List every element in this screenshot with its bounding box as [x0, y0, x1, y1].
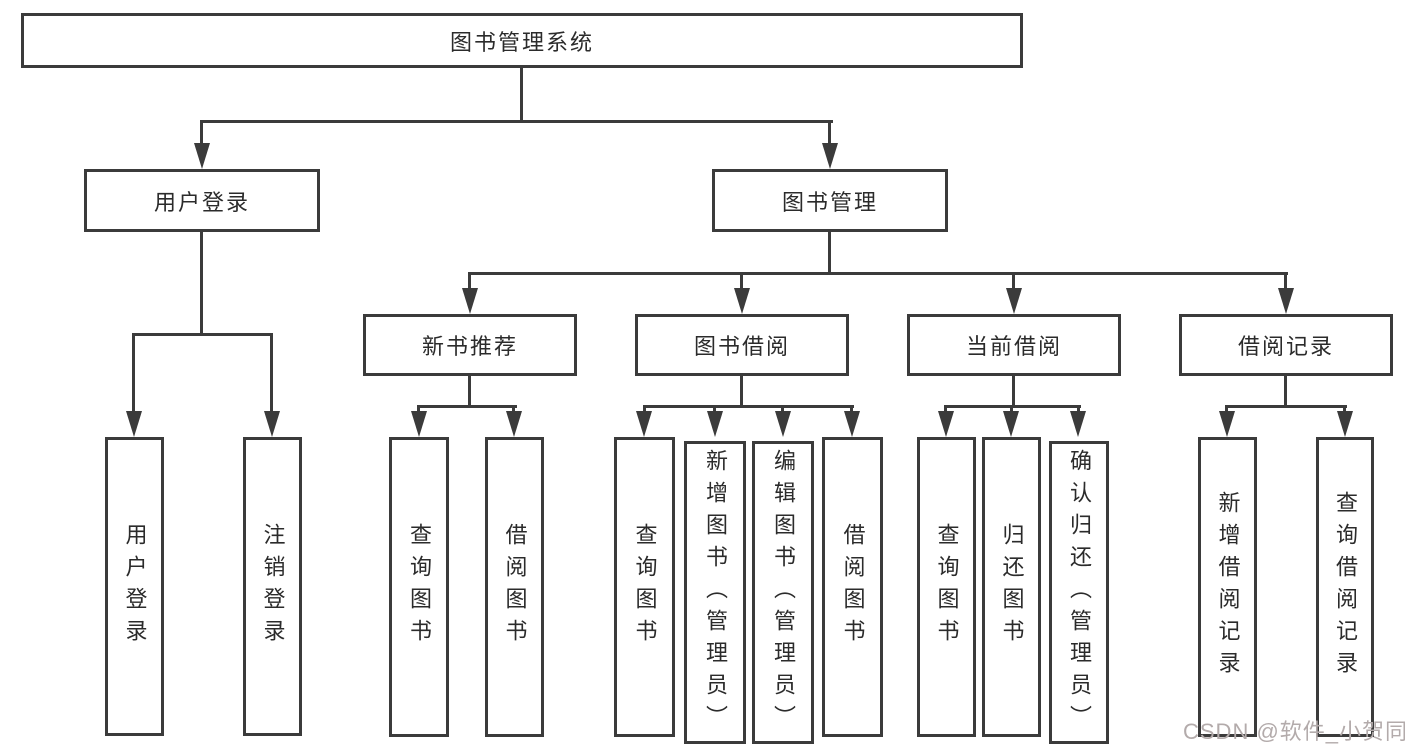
leaf-query-book-1-label: 查询图书 [407, 523, 432, 651]
connector-book-mgmt-drop [828, 120, 831, 146]
leaf-edit-book-admin: 编辑图书（管理员） [752, 441, 814, 744]
arrow-down-icon [734, 288, 750, 314]
leaf-borrow-book-1-label: 借阅图书 [502, 523, 528, 651]
node-user-login: 用户登录 [84, 169, 320, 232]
leaf-add-book-admin-label: 新增图书（管理员） [703, 448, 728, 737]
connector-drop [1012, 272, 1015, 290]
connector-drop [740, 272, 743, 290]
node-book-borrowing-label: 图书借阅 [693, 334, 790, 359]
leaf-user-login-label: 用户登录 [122, 522, 148, 651]
arrow-down-icon [194, 143, 210, 169]
connector-drop [270, 333, 273, 413]
leaf-logout: 注销登录 [243, 437, 302, 736]
connector-root-stem [520, 66, 523, 122]
connector-drop [1284, 272, 1287, 290]
connector-user-login-drop [200, 120, 203, 146]
leaf-return-book: 归还图书 [982, 437, 1041, 737]
arrow-down-icon [411, 411, 427, 437]
arrow-down-icon [462, 288, 478, 314]
connector-drop [468, 272, 471, 290]
connector-drop [512, 405, 515, 415]
arrow-down-icon [1070, 411, 1086, 437]
arrow-down-icon [1006, 288, 1022, 314]
connector-stem [1284, 374, 1287, 408]
connector-drop [417, 405, 420, 415]
arrow-down-icon [844, 411, 860, 437]
leaf-query-book-3-label: 查询图书 [934, 523, 960, 651]
connector-drop [944, 405, 947, 415]
connector-root-bus [200, 120, 833, 123]
node-user-login-label: 用户登录 [153, 189, 250, 215]
leaf-borrow-book-2-label: 借阅图书 [840, 523, 866, 651]
connector-drop [132, 333, 135, 413]
connector-bus [417, 405, 517, 408]
leaf-confirm-return-admin-label: 确认归还（管理员） [1067, 448, 1092, 737]
arrow-down-icon [1337, 411, 1353, 437]
connector-level3-bus [469, 272, 1288, 275]
node-new-book-recommend-label: 新书推荐 [421, 334, 518, 359]
connector-drop [713, 405, 716, 415]
node-current-borrowing: 当前借阅 [907, 314, 1121, 376]
leaf-query-book-2: 查询图书 [614, 437, 675, 737]
leaf-add-book-admin: 新增图书（管理员） [684, 441, 746, 744]
connector-drop [1077, 405, 1080, 415]
connector-drop [850, 405, 853, 415]
leaf-edit-book-admin-label: 编辑图书（管理员） [771, 448, 796, 737]
leaf-add-borrow-record-label: 新增借阅记录 [1215, 491, 1241, 683]
arrow-down-icon [707, 411, 723, 437]
node-book-borrowing: 图书借阅 [635, 314, 849, 376]
node-book-management: 图书管理 [712, 169, 948, 232]
connector-stem [468, 374, 471, 408]
connector-bus [643, 405, 854, 408]
leaf-query-borrow-record: 查询借阅记录 [1316, 437, 1374, 737]
connector-book-mgmt-stem [828, 229, 831, 275]
leaf-logout-label: 注销登录 [260, 522, 286, 651]
arrow-down-icon [264, 411, 280, 437]
connector-stem [740, 374, 743, 408]
watermark: CSDN @软件_小贺同学 [1183, 719, 1405, 744]
connector-drop [1010, 405, 1013, 415]
leaf-confirm-return-admin: 确认归还（管理员） [1049, 441, 1109, 744]
connector-drop [1225, 405, 1228, 415]
node-new-book-recommend: 新书推荐 [363, 314, 577, 376]
arrow-down-icon [1278, 288, 1294, 314]
connector-drop [1343, 405, 1346, 415]
connector-user-login-bus [132, 333, 273, 336]
leaf-user-login: 用户登录 [105, 437, 164, 736]
leaf-return-book-label: 归还图书 [999, 523, 1025, 651]
node-root-label: 图书管理系统 [449, 29, 594, 55]
arrow-down-icon [636, 411, 652, 437]
node-borrow-records-label: 借阅记录 [1237, 334, 1334, 359]
node-borrow-records: 借阅记录 [1179, 314, 1393, 376]
arrow-down-icon [938, 411, 954, 437]
arrow-down-icon [822, 143, 838, 169]
node-root: 图书管理系统 [21, 13, 1023, 68]
arrow-down-icon [775, 411, 791, 437]
arrow-down-icon [1003, 411, 1019, 437]
connector-stem [1012, 374, 1015, 408]
leaf-borrow-book-1: 借阅图书 [485, 437, 544, 737]
leaf-query-book-2-label: 查询图书 [632, 523, 658, 651]
connector-user-login-stem [200, 229, 203, 335]
leaf-add-borrow-record: 新增借阅记录 [1198, 437, 1257, 737]
connector-drop [781, 405, 784, 415]
connector-drop [643, 405, 646, 415]
node-current-borrowing-label: 当前借阅 [965, 334, 1062, 359]
leaf-borrow-book-2: 借阅图书 [822, 437, 883, 737]
arrow-down-icon [506, 411, 522, 437]
node-book-management-label: 图书管理 [781, 189, 878, 215]
leaf-query-book-3: 查询图书 [917, 437, 976, 737]
leaf-query-borrow-record-label: 查询借阅记录 [1333, 491, 1358, 683]
arrow-down-icon [1219, 411, 1235, 437]
arrow-down-icon [126, 411, 142, 437]
connector-bus [1225, 405, 1347, 408]
leaf-query-book-1: 查询图书 [389, 437, 449, 737]
